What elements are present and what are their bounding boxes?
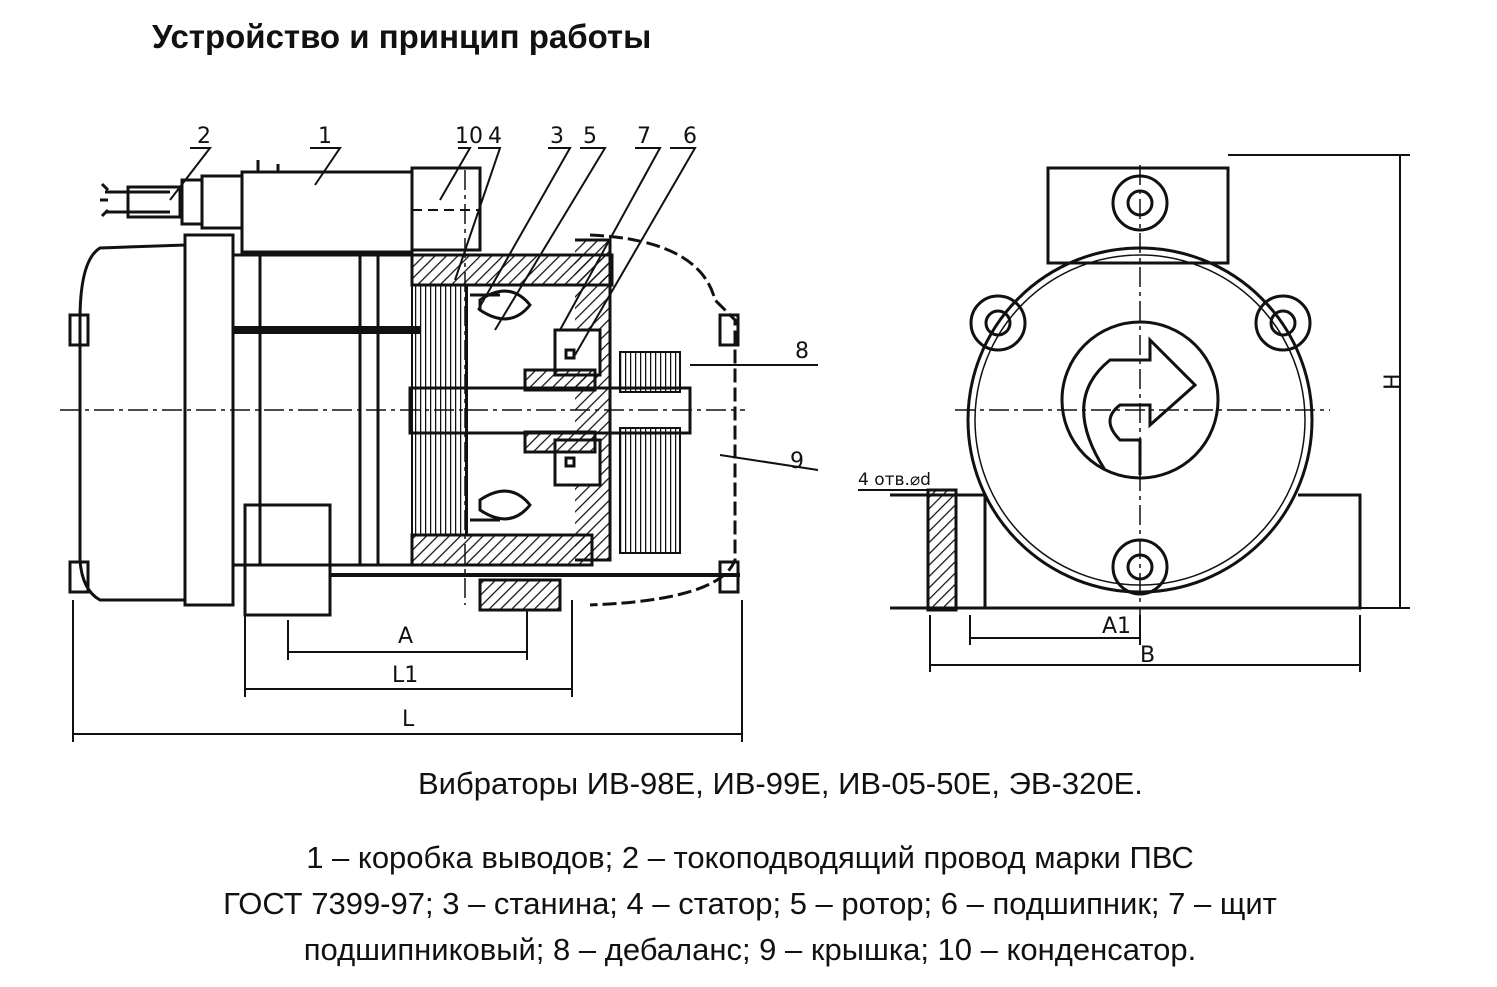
leader-lines [169,147,819,471]
left-flange [183,233,235,607]
end-terminal-box [1046,166,1230,265]
callout-2: 2 [197,124,211,149]
models-caption: Вибраторы ИВ-98Е, ИВ-99Е, ИВ-05-50Е, ЭВ-… [418,766,1143,801]
dim-h-label: H [1381,373,1406,390]
legend-line: 1 – коробка выводов; 2 – токоподводящий … [306,840,1194,875]
callout-9: 9 [790,449,804,474]
cover [589,233,737,607]
dim-b-label: B [1140,643,1155,668]
legend-line: подшипниковый; 8 – дебаланс; 9 – крышка;… [303,932,1197,967]
dim-a1-label: A1 [1102,614,1131,639]
end-dimensions [858,154,1410,672]
side-view [60,160,745,617]
dim-l1-label: L1 [392,663,418,688]
callout-10: 10 [455,124,483,149]
rotation-arrow-icon [1082,336,1198,475]
terminal-box [240,170,414,254]
legend-line: ГОСТ 7399-97; 3 – станина; 4 – статор; 5… [223,886,1277,921]
callout-8: 8 [795,339,809,364]
page-title: Устройство и принцип работы [152,18,652,55]
legend: 1 – коробка выводов; 2 – токоподводящий … [60,835,1440,973]
callout-1: 1 [318,124,332,149]
callout-3: 3 [550,124,564,149]
callout-5: 5 [583,124,597,149]
callout-7: 7 [637,124,651,149]
dim-l-label: L [402,707,415,732]
cable [100,174,244,230]
callout-6: 6 [683,124,697,149]
left-end-cap [78,243,187,602]
side-dimensions [72,600,743,742]
unbalance [619,427,681,554]
dim-a-label: A [398,624,413,649]
callout-4: 4 [488,124,502,149]
foot-left [243,503,332,617]
end-view [890,165,1362,615]
callouts: 2 1 10 4 3 5 7 6 8 9 [197,124,809,474]
holes-label: 4 отв.⌀d [858,470,931,490]
vibrator-drawing: 2 1 10 4 3 5 7 6 8 9 A L1 L [60,124,1410,742]
